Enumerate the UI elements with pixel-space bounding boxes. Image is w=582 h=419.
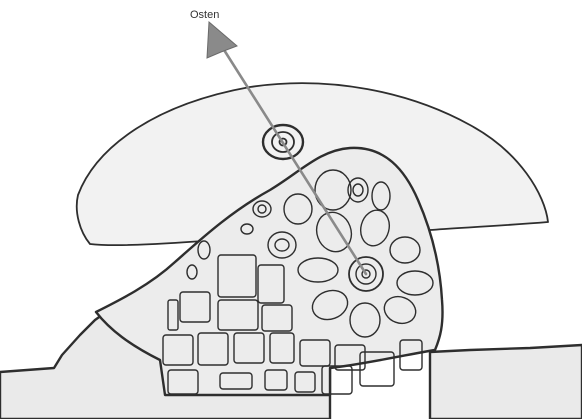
arrow-head-icon <box>207 22 237 58</box>
direction-label: Osten <box>190 9 219 21</box>
ground-right <box>430 345 582 419</box>
